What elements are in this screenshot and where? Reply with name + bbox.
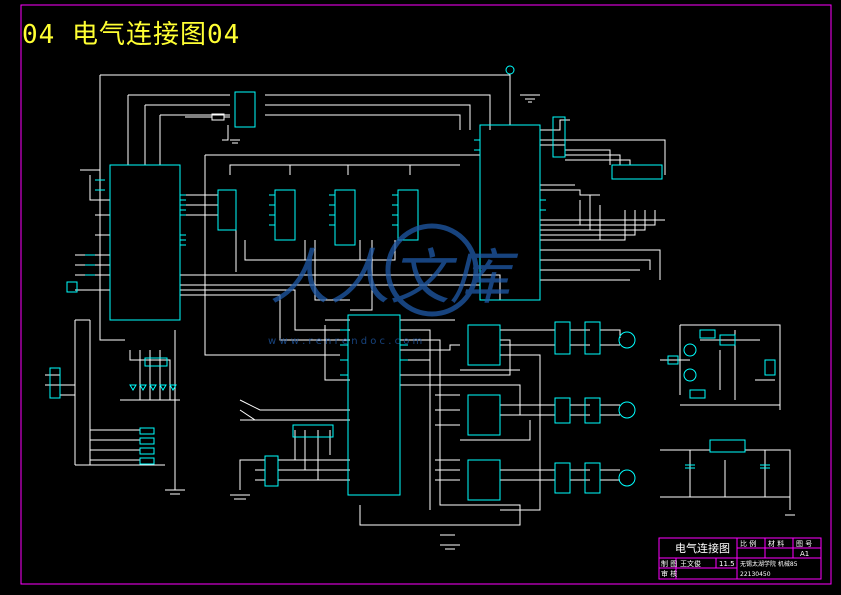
pin-marks xyxy=(85,139,546,376)
reviewer-role: 审 核 xyxy=(661,569,677,578)
watermark-url: w w w . r e n r e n d o c . c o m xyxy=(268,336,422,347)
motor-driver-1 xyxy=(467,324,501,366)
mcu-chip xyxy=(109,164,181,321)
latch-ic-1 xyxy=(217,189,237,231)
watermark: 人人文库 w w w . r e n r e n d o c . c o m xyxy=(268,223,519,347)
connector-top xyxy=(552,116,566,158)
student-id: 22130450 xyxy=(740,571,771,578)
components xyxy=(49,65,776,501)
col-header-scale: 比 例 xyxy=(740,539,756,548)
watermark-main: 人人文库 xyxy=(270,243,519,313)
title-block: 电气连接图 比 例 材 料 图 号 A1 制 图 王文俊 11.5 审 核 无锡… xyxy=(658,537,822,580)
latch-ic-3 xyxy=(334,189,356,246)
col-header-number: 图 号 xyxy=(796,540,812,548)
drawing-name: 电气连接图 xyxy=(675,541,730,555)
designer-role: 制 图 xyxy=(661,559,677,568)
top-ic xyxy=(234,91,256,128)
col-header-material: 材 料 xyxy=(768,539,784,548)
drawing-number: A1 xyxy=(800,550,809,558)
latch-ic-2 xyxy=(274,189,296,241)
school: 无锡太湖学院 机械85 xyxy=(740,560,798,568)
date: 11.5 xyxy=(719,560,735,568)
motor-driver-2 xyxy=(467,394,501,436)
motor-3 xyxy=(618,469,636,487)
voltage-regulator xyxy=(709,439,746,453)
driver-ic xyxy=(347,314,401,496)
controller-ic xyxy=(479,124,541,301)
motor-1 xyxy=(618,331,636,349)
motor-driver-3 xyxy=(467,459,501,501)
wiring xyxy=(45,74,791,536)
page-title: 04 电气连接图04 xyxy=(22,20,241,50)
ground-symbols xyxy=(170,94,795,550)
motor-2 xyxy=(618,401,636,419)
drawing-frame xyxy=(20,4,832,585)
seven-seg-display xyxy=(611,164,663,180)
designer-name: 王文俊 xyxy=(680,559,701,568)
